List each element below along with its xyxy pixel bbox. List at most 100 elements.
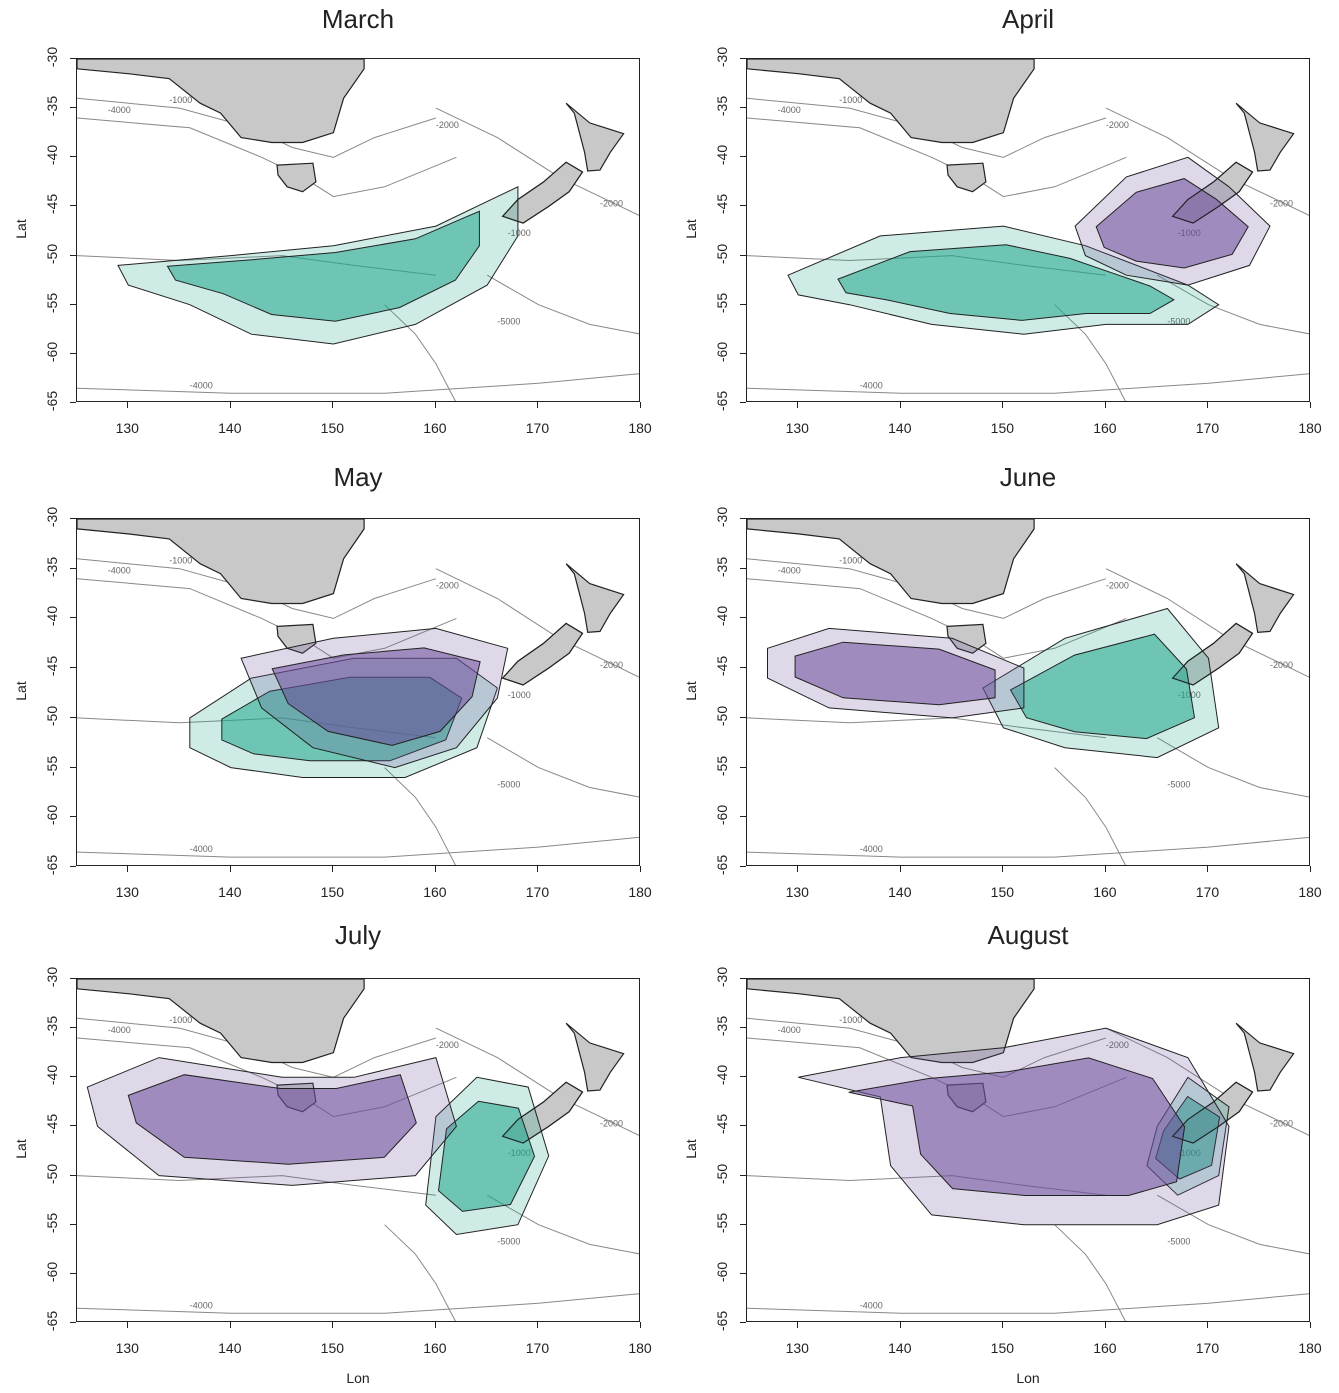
bathymetry-contour	[77, 1293, 639, 1314]
nz-outline	[1171, 1081, 1254, 1144]
bathymetry-contour	[384, 767, 456, 865]
contour-label: -4000	[190, 1300, 213, 1310]
x-axis-title: Lon	[346, 1370, 370, 1386]
y-tick-label: -65	[44, 1310, 60, 1332]
y-tick-label: -50	[44, 1163, 60, 1184]
x-tick-mark	[127, 1322, 129, 1328]
contour-label: -1000	[839, 1015, 862, 1025]
nz-north-land	[565, 563, 625, 633]
bathymetry-contour	[747, 1017, 1107, 1078]
bathymetry-contour	[1054, 767, 1126, 865]
map-plot: -4000-1000-2000-2000-2000-1000-5000-4000	[77, 979, 639, 1321]
x-tick-label: 140	[218, 1340, 242, 1356]
x-tick-mark	[537, 1322, 539, 1328]
contour-label: -2000	[1106, 1040, 1129, 1050]
panel-title: April	[1001, 4, 1054, 34]
x-tick-label: 170	[1195, 1340, 1220, 1356]
bathymetry-contour	[1156, 1194, 1309, 1255]
y-axis-title: Lat	[683, 1139, 699, 1159]
purple-distribution-core	[848, 1057, 1186, 1196]
y-tick-label: -35	[44, 96, 60, 117]
y-tick-mark	[70, 518, 76, 519]
x-tick-mark	[434, 1322, 436, 1328]
map-frame: -4000-1000-2000-2000-2000-1000-5000-4000	[76, 58, 640, 402]
tasmania-land	[276, 623, 317, 654]
y-tick-mark	[70, 1027, 76, 1029]
nz-outline	[1171, 622, 1254, 686]
bathymetry-contour	[384, 304, 456, 401]
x-tick-label: 150	[320, 1340, 345, 1356]
y-tick-mark	[740, 402, 746, 403]
bathymetry-contour	[486, 1194, 639, 1255]
contour-label: -2000	[600, 660, 623, 670]
y-tick-mark	[70, 567, 76, 569]
y-tick-mark	[740, 1272, 746, 1274]
y-tick-label: -60	[44, 1261, 60, 1282]
bathymetry-contour	[747, 97, 1107, 158]
bathymetry-contour	[1054, 304, 1126, 401]
y-tick-label: -50	[44, 243, 60, 264]
y-tick-mark	[740, 617, 746, 619]
nz-north-land	[565, 1022, 625, 1092]
x-tick-mark	[640, 866, 641, 872]
y-tick-label: -55	[44, 292, 60, 313]
y-tick-label: -40	[714, 145, 730, 166]
x-tick-mark	[434, 866, 436, 872]
x-tick-mark	[229, 866, 231, 872]
x-tick-label: 150	[990, 1340, 1015, 1356]
tasmania-land	[946, 623, 987, 654]
map-frame: -4000-1000-2000-2000-2000-1000-5000-4000	[746, 58, 1310, 402]
teal-distribution-core	[1009, 633, 1196, 740]
australia-land	[747, 519, 1035, 605]
contour-label: -4000	[778, 1025, 801, 1035]
x-tick-mark	[1207, 1322, 1209, 1328]
contour-label: -2000	[1106, 581, 1129, 591]
y-tick-mark	[740, 1223, 746, 1225]
y-tick-label: -60	[44, 341, 60, 362]
y-tick-label: -45	[714, 656, 730, 677]
y-tick-label: -50	[714, 705, 730, 726]
nz-outline	[1171, 161, 1254, 224]
x-tick-label: 160	[423, 884, 447, 900]
bathymetry-contour	[77, 1017, 437, 1078]
x-tick-label: 160	[1093, 884, 1117, 900]
y-tick-mark	[70, 1125, 76, 1127]
y-tick-mark	[70, 816, 76, 818]
bathymetry-contour	[747, 836, 1309, 858]
x-tick-label: 140	[888, 1340, 912, 1356]
contour-label: -5000	[497, 779, 520, 789]
nz-north-land	[1235, 102, 1295, 172]
y-tick-mark	[740, 667, 746, 669]
x-tick-mark	[434, 402, 436, 408]
y-tick-mark	[740, 1027, 746, 1029]
x-tick-label: 130	[115, 884, 139, 900]
y-tick-mark	[740, 1125, 746, 1127]
x-tick-mark	[1002, 402, 1004, 408]
bathymetry-contour	[384, 1224, 456, 1321]
x-tick-mark	[1310, 1322, 1311, 1328]
y-tick-mark	[740, 1174, 746, 1176]
x-tick-label: 170	[1195, 884, 1220, 900]
nz-outline	[501, 161, 584, 224]
x-tick-label: 160	[423, 420, 447, 436]
y-tick-label: -30	[714, 506, 730, 528]
nz-north-land	[1235, 563, 1295, 633]
y-tick-label: -40	[714, 1065, 730, 1086]
y-tick-label: -40	[44, 145, 60, 166]
contour-label: -1000	[169, 95, 192, 105]
x-tick-label: 130	[785, 1340, 809, 1356]
x-tick-mark	[332, 866, 334, 872]
contour-label: -2000	[1106, 120, 1129, 130]
bathymetry-contour	[1156, 274, 1309, 335]
contour-label: -5000	[497, 1236, 520, 1246]
y-tick-mark	[70, 303, 76, 305]
y-tick-label: -40	[44, 606, 60, 627]
y-tick-label: -45	[44, 656, 60, 677]
y-tick-label: -50	[714, 1163, 730, 1184]
y-tick-mark	[740, 156, 746, 158]
contour-label: -1000	[169, 1015, 192, 1025]
y-tick-mark	[70, 866, 76, 867]
x-tick-label: 170	[1195, 420, 1220, 436]
x-tick-mark	[640, 1322, 641, 1328]
y-tick-label: -35	[714, 1016, 730, 1037]
